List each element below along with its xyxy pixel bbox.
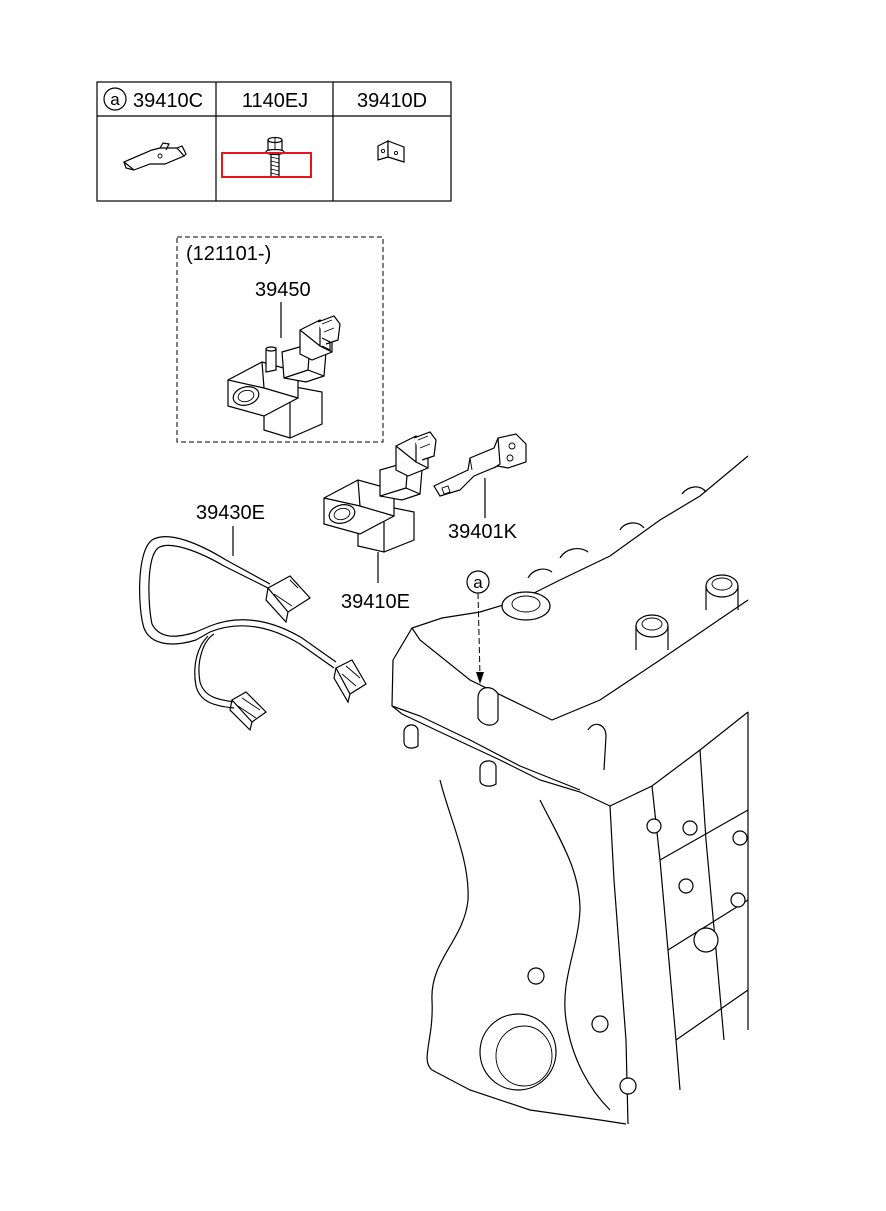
part-label-39410E: 39410E — [341, 591, 410, 613]
bracket-39401K-icon — [433, 433, 527, 518]
bracket-39410C-icon — [122, 142, 187, 171]
wiring-harness-39430E-icon: 39430E — [139, 502, 367, 732]
date-range-label: (121101-) — [186, 243, 271, 265]
header-39410D: 39410D — [357, 90, 427, 112]
svg-text:a: a — [110, 90, 120, 109]
header-1140EJ: 1140EJ — [242, 90, 308, 112]
sensor-39410E-icon — [323, 431, 437, 583]
clip-39410D-icon — [377, 140, 405, 163]
legend-circle-marker: a — [103, 87, 127, 111]
group-box-121101: (121101-) 39450 — [176, 236, 384, 443]
part-label-39450: 39450 — [255, 279, 311, 301]
engine-block-icon — [391, 455, 749, 1125]
bolt-1140EJ-icon — [221, 136, 312, 178]
reference-marker-a: a — [466, 570, 490, 684]
svg-text:a: a — [473, 573, 483, 592]
header-39410C: 39410C — [133, 90, 203, 112]
part-label-39401K: 39401K — [448, 521, 518, 543]
sensor-39450-icon — [227, 315, 341, 439]
part-label-39430E: 39430E — [196, 502, 265, 524]
legend-table: a 39410C 1140EJ 39410D — [96, 81, 452, 202]
